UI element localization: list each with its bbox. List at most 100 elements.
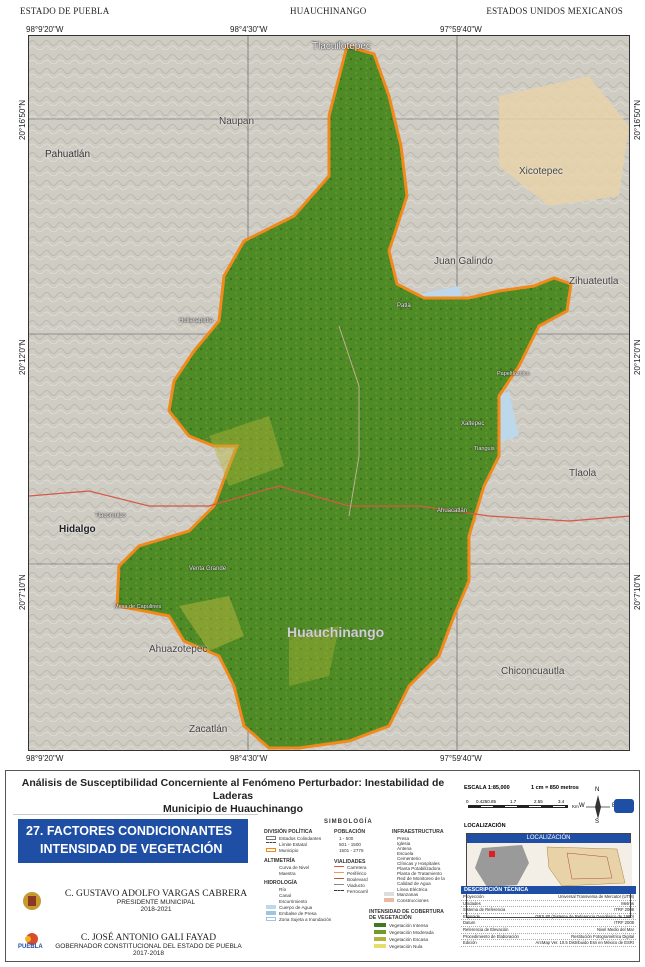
vegetation-scarce-patch [179, 596, 244, 651]
swatch-veg-nula [374, 944, 386, 948]
legend-item: Vegetación Intensa [389, 923, 429, 928]
coord-top-center: 98°4'30"W [230, 25, 268, 34]
legend-item: 1501 - 2776 [339, 848, 364, 853]
legend-item: Planta Potabilizadora [397, 866, 441, 871]
location-inset [467, 843, 632, 889]
coord-bottom-west: 98°9'20"W [26, 754, 64, 763]
coord-top-east: 97°59'40"W [440, 25, 482, 34]
info-panel: Análisis de Susceptibilidad Concerniente… [5, 770, 640, 962]
credit-municipal-name: C. GUSTAVO ADOLFO VARGAS CABRERA [64, 889, 248, 899]
scale-tick: 3.4 [558, 799, 565, 804]
urban-area-xicotepec [499, 76, 629, 206]
label-mesa-de-capulines: Mesa de Capulines [114, 604, 162, 610]
swatch-veg-moderada [374, 930, 386, 934]
label-huilacapixtla: Huilacapixtla [179, 318, 214, 324]
legend-item: Estados Colindantes [279, 836, 322, 841]
credit-governor: C. JOSÉ ANTONIO GALI FAYAD GOBERNADOR CO… [36, 933, 261, 957]
legend: SIMBOLOGÍA DIVISIÓN POLÍTICA Estados Col… [264, 819, 454, 959]
scale-tick: 2.55 [534, 799, 543, 804]
swatch-estados [266, 836, 276, 840]
legend-item: Río [279, 887, 287, 892]
credit-municipal: C. GUSTAVO ADOLFO VARGAS CABRERA PRESIDE… [56, 889, 256, 913]
credit-municipal-years: 2018-2021 [140, 906, 172, 913]
map-frame[interactable]: Tlacuilotepec Naupan Pahuatlán Xicotepec… [28, 35, 630, 751]
legend-item: Embalse de Presa [279, 911, 317, 916]
legend-item: Presa [397, 836, 410, 841]
label-zihuateutla: Zihuateutla [569, 276, 619, 287]
sheet-title-line2: INTENSIDAD DE VEGETACIÓN [40, 842, 223, 856]
label-tlacuilotepec: Tlacuilotepec [312, 41, 371, 52]
legend-item: Vegetación Moderada [389, 930, 434, 935]
divider [13, 814, 258, 815]
inset-municipality [546, 846, 626, 887]
label-pahuatlan: Pahuatlán [45, 149, 91, 160]
sheet-title-box: 27. FACTORES CONDICIONANTES INTENSIDAD D… [18, 819, 248, 863]
sheet-title-line1: 27. FACTORES CONDICIONANTES [26, 824, 233, 838]
header-state: ESTADO DE PUEBLA [20, 6, 110, 16]
location-box-title: LOCALIZACIÓN [467, 834, 630, 843]
inset-region [475, 845, 529, 887]
legend-item: Iglesia [397, 841, 411, 846]
legend-item: Vegetación Escasa [389, 937, 429, 942]
legend-item: Escuela [397, 851, 414, 856]
swatch-periferico [334, 872, 344, 876]
legend-cobertura-heading: INTENSIDAD DE COBERTURA DE VEGETACIÓN [369, 909, 444, 921]
label-tlaola: Tlaola [569, 468, 597, 479]
label-xaltepec: Xaltepec [461, 421, 485, 427]
legend-item: Clínicas y Hospitales [397, 861, 440, 866]
legend-item: Cuerpo de Agua [279, 905, 313, 910]
coord-left-center: 20°12'0"N [18, 339, 27, 375]
legend-item: Red de Monitoreo de la Calidad de Agua [397, 876, 445, 886]
legend-item: Ferrocarril [347, 889, 368, 894]
legend-poblacion-heading: POBLACIÓN [334, 829, 366, 835]
legend-item: Escurrimiento [279, 899, 308, 904]
scale-unit: Km [572, 804, 579, 809]
legend-item: Vegetación Nula [389, 944, 423, 949]
technical-title: DESCRIPCIÓN TÉCNICA [461, 886, 636, 894]
scale-tick: 0.4250.85 [476, 799, 497, 804]
credit-governor-years: 2017-2018 [132, 950, 165, 957]
legend-altimetria-heading: ALTIMETRÍA [264, 858, 296, 864]
scale-tick: 0 [466, 799, 469, 804]
institution-logo-icon [614, 799, 634, 813]
header-municipality: HUAUCHINANGO [290, 6, 367, 16]
coord-right-center: 20°12'0"N [633, 339, 642, 375]
label-chiconcuautla: Chiconcuautla [501, 666, 565, 677]
header-country: ESTADOS UNIDOS MEXICANOS [486, 6, 623, 16]
legend-item: Maestra [279, 871, 296, 876]
legend-item: Planta de Tratamiento [397, 871, 442, 876]
label-tlacomulco: Tlacomulco [95, 513, 126, 519]
legend-item: Zona Sujeta a Inundación [279, 917, 332, 922]
swatch-embalse [266, 911, 276, 915]
coord-bottom-center: 98°4'30"W [230, 754, 268, 763]
label-hidalgo: Hidalgo [59, 524, 96, 535]
legend-title: SIMBOLOGÍA [324, 819, 373, 825]
vegetation-scarce-patch [289, 626, 339, 686]
legend-item: Límite Estatal [279, 842, 307, 847]
swatch-veg-intensa [374, 923, 386, 927]
label-patla: Patla [397, 303, 411, 309]
scale-label: ESCALA 1:85,000 [464, 785, 510, 791]
credit-municipal-role: PRESIDENTE MUNICIPAL [116, 899, 196, 906]
label-venta-grande: Venta Grande [189, 566, 227, 572]
legend-item: 1 - 500 [339, 836, 354, 841]
label-zacatlan: Zacatlán [189, 724, 228, 735]
vegetation-scarce-patch [209, 416, 284, 486]
legend-item: Curva de Nivel [279, 865, 310, 870]
legend-item: Línea Eléctrica [397, 887, 428, 892]
label-tianguis: Tianguis [474, 446, 495, 452]
coord-left-south: 20°7'10"N [18, 574, 27, 610]
compass-w: W [579, 803, 585, 809]
swatch-ferrocarril [334, 890, 344, 894]
compass-s: S [595, 819, 600, 825]
legend-item: 501 - 1500 [339, 842, 361, 847]
credit-governor-name: C. JOSÉ ANTONIO GALI FAYAD [80, 933, 217, 943]
swatch-veg-escasa [374, 937, 386, 941]
legend-item: Viaducto [347, 883, 365, 888]
